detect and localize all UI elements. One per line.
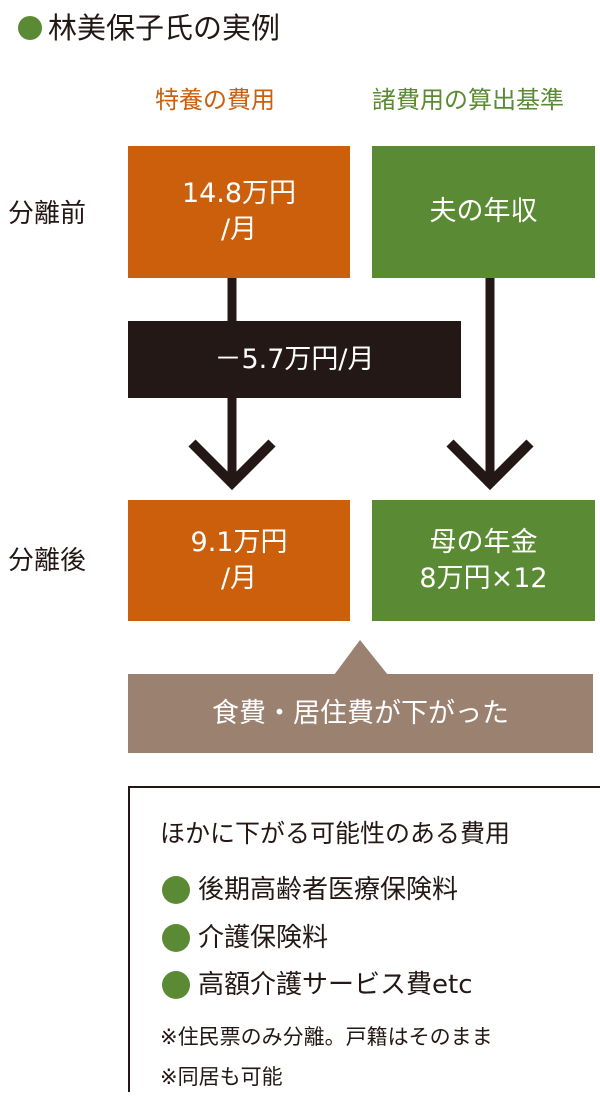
footnote: ※住民票のみ分離。戸籍はそのまま (160, 1025, 493, 1049)
footnote: ※同居も可能 (160, 1065, 283, 1089)
callout-box: 食費・居住費が下がった (128, 674, 593, 753)
basis-after-line2: 8万円×12 (419, 562, 548, 594)
cost-before-amount: 14.8万円 (181, 178, 297, 209)
list-item-text: 高額介護サービス費etc (198, 970, 473, 1000)
list-item-text: 介護保険料 (198, 923, 329, 953)
callout-text: 食費・居住費が下がった (212, 697, 509, 729)
list-item: 後期高齢者医療保険料 (162, 872, 458, 908)
basis-after-line1: 母の年金 (429, 526, 538, 558)
cost-before-box: 14.8万円 /月 (128, 146, 350, 278)
list-item: 高額介護サービス費etc (162, 967, 473, 1003)
reduction-text: －5.7万円/月 (214, 343, 375, 375)
header-calculation-basis: 諸費用の算出基準 (372, 86, 564, 114)
arrowhead-basis-icon (446, 439, 534, 491)
page-title: 林美保子氏の実例 (48, 11, 281, 45)
bullet-icon (162, 876, 190, 904)
basis-before-text: 夫の年収 (429, 196, 538, 227)
reduction-bar: －5.7万円/月 (128, 321, 461, 398)
list-item-text: 後期高齢者医療保険料 (198, 875, 459, 905)
bullet-icon (162, 971, 190, 999)
note-frame (128, 786, 600, 1092)
row-label-after: 分離後 (8, 546, 87, 576)
note-title: ほかに下がる可能性のある費用 (160, 819, 511, 848)
row-label-before: 分離前 (8, 199, 87, 229)
arrowhead-cost-icon (188, 439, 276, 491)
cost-after-amount: 9.1万円 (190, 526, 288, 558)
header-facility-cost: 特養の費用 (155, 86, 275, 114)
list-item: 介護保険料 (162, 920, 328, 956)
cost-after-unit: /月 (220, 562, 258, 594)
title-bullet-icon (18, 16, 42, 40)
cost-before-unit: /月 (220, 214, 258, 245)
basis-after-box: 母の年金 8万円×12 (372, 500, 595, 621)
callout-pointer (334, 640, 388, 675)
basis-before-box: 夫の年収 (372, 146, 595, 278)
cost-after-box: 9.1万円 /月 (128, 500, 350, 621)
bullet-icon (162, 924, 190, 952)
